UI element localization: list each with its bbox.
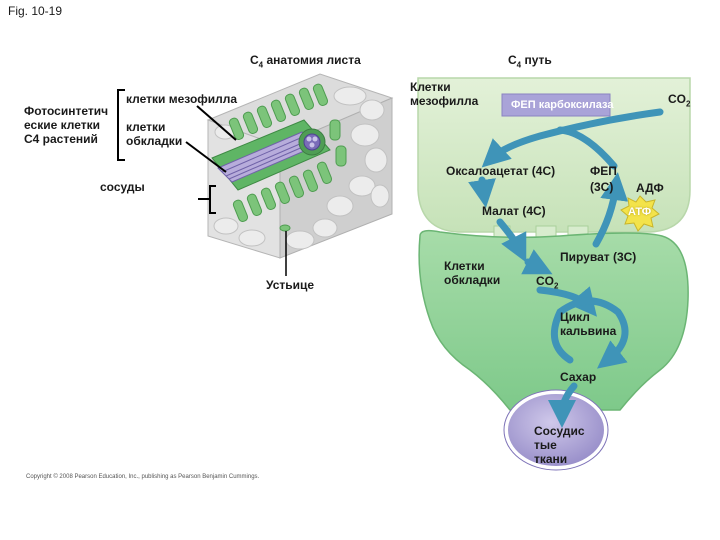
c4-pathway-title: C4 путь bbox=[508, 53, 552, 70]
sugar-label: Сахар bbox=[560, 370, 597, 384]
mesophyll-cells bbox=[228, 83, 347, 222]
calvin-cycle-label: Цикл кальвина bbox=[560, 310, 617, 338]
malate-label: Малат (4C) bbox=[482, 204, 546, 218]
epidermis-cells bbox=[213, 86, 390, 250]
co2-input-label: CO2 bbox=[668, 92, 691, 109]
oxaloacetate-to-malate-arrow bbox=[468, 176, 496, 208]
copyright-notice: Copyright © 2008 Pearson Education, Inc.… bbox=[26, 474, 260, 480]
malate-transport-arrow bbox=[496, 218, 527, 263]
stoma-opening bbox=[279, 224, 291, 232]
atp-star-icon bbox=[620, 195, 660, 232]
mesophyll-leader-line bbox=[196, 105, 237, 141]
calvin-cycle-arrow bbox=[550, 297, 629, 369]
stoma-label: Устьице bbox=[266, 278, 315, 292]
photosynthetic-cells-label: Фотосинтетич еские клетки C4 растений bbox=[24, 104, 109, 146]
adp-label: АДФ bbox=[636, 181, 664, 195]
pep-to-enzyme-arrow bbox=[556, 126, 618, 170]
mesophyll-cells-label: клетки мезофилла bbox=[126, 92, 238, 106]
co2-fixation-arrow bbox=[481, 108, 664, 168]
vascular-tissue-label: Сосудис тые ткани bbox=[534, 424, 585, 466]
co2-released-label: CO2 bbox=[536, 274, 559, 291]
bundle-sheath-cells-label: клетки обкладки bbox=[126, 120, 183, 148]
pyruvate-return-arrow bbox=[592, 172, 629, 248]
vascular-tissue-shape bbox=[504, 390, 608, 470]
pep-carboxylase-label: ФЕП карбоксилаза bbox=[511, 99, 614, 111]
pyruvate-label: Пируват (3C) bbox=[560, 250, 637, 264]
oxaloacetate-label: Оксалоацетат (4C) bbox=[446, 164, 556, 178]
leaf-anatomy-title: C4 анатомия листа bbox=[250, 53, 361, 70]
photosynthetic-cells-bracket bbox=[117, 89, 125, 161]
mesophyll-cell-label: Клетки мезофилла bbox=[410, 80, 479, 108]
leaf-anatomy-illustration bbox=[206, 73, 394, 259]
atp-label: АТФ bbox=[628, 206, 652, 218]
pep-carbon-label: (3C) bbox=[590, 180, 614, 194]
malate-to-pyruvate-arrow bbox=[521, 249, 553, 275]
bundle-sheath-cell-label: Клетки обкладки bbox=[444, 259, 501, 287]
vascular-bundle bbox=[217, 128, 326, 183]
pep-carboxylase-box bbox=[501, 93, 611, 117]
sheath-leader-line bbox=[185, 141, 227, 173]
left-callout-lines bbox=[117, 89, 287, 276]
pathway-arrows bbox=[468, 108, 664, 428]
pep-label: ФЕП bbox=[590, 164, 617, 178]
vessels-label: сосуды bbox=[100, 180, 145, 194]
figure-label: Fig. 10-19 bbox=[8, 4, 63, 18]
sugar-export-arrow bbox=[548, 382, 578, 428]
